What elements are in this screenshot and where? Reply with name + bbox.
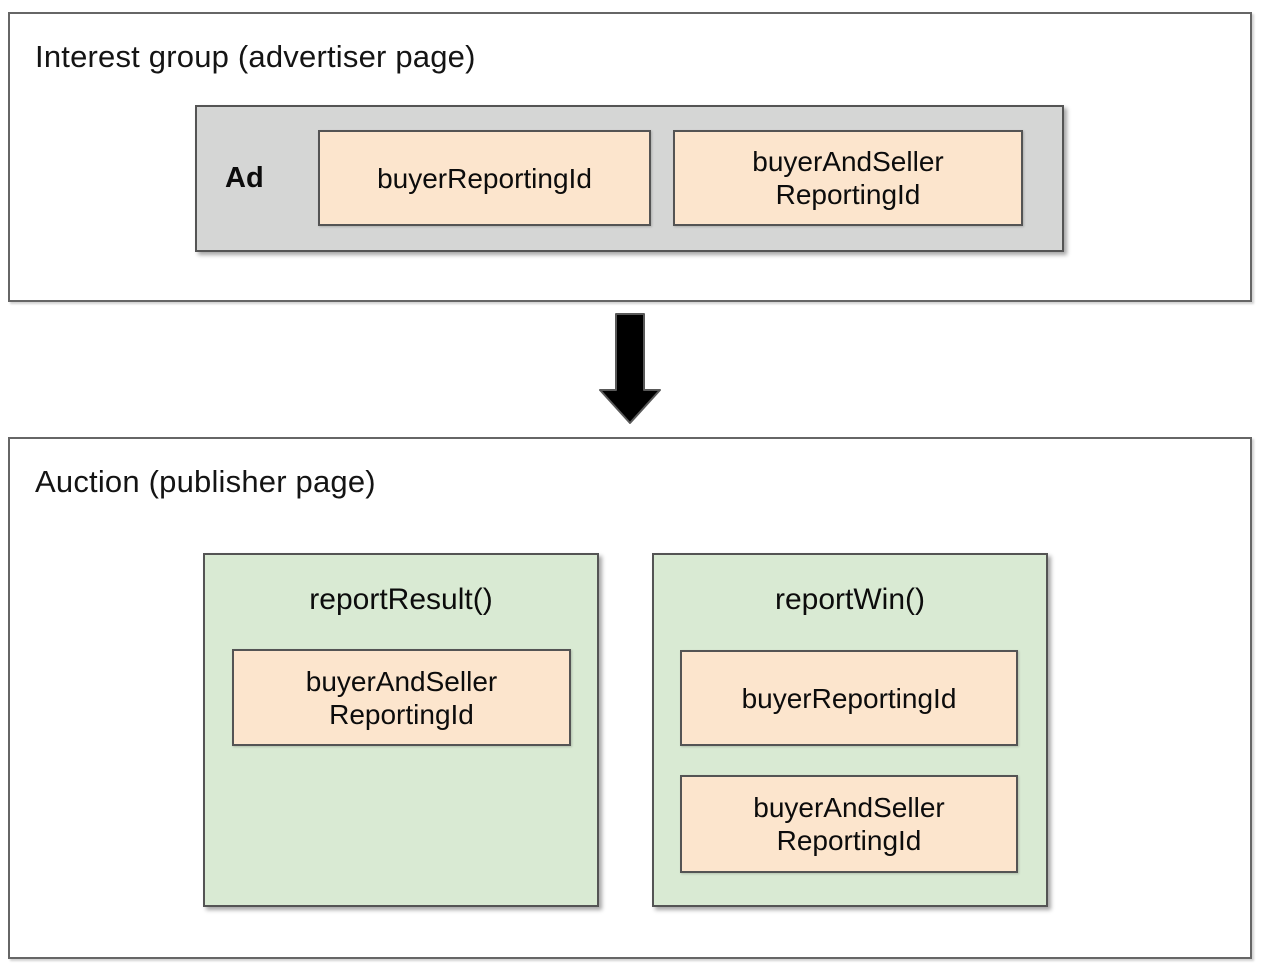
- buyer-and-seller-reporting-id-chip: buyerAndSeller ReportingId: [673, 130, 1023, 226]
- buyer-reporting-id-chip: buyerReportingId: [318, 130, 651, 226]
- ad-box: Ad buyerReportingId buyerAndSeller Repor…: [195, 105, 1064, 252]
- interest-group-title: Interest group (advertiser page): [35, 39, 476, 74]
- report-win-title: reportWin(): [774, 583, 925, 616]
- report-win-box: reportWin() buyerReportingId buyerAndSel…: [652, 553, 1048, 907]
- auction-title: Auction (publisher page): [35, 464, 376, 499]
- ad-label: Ad: [225, 162, 264, 194]
- auction-section: Auction (publisher page) reportResult() …: [8, 437, 1252, 959]
- report-result-title: reportResult(): [309, 583, 493, 616]
- interest-group-section: Interest group (advertiser page) Ad buye…: [8, 12, 1252, 302]
- report-result-box: reportResult() buyerAndSeller ReportingI…: [203, 553, 599, 907]
- buyer-and-seller-reporting-id-chip: buyerAndSeller ReportingId: [232, 649, 571, 746]
- buyer-and-seller-reporting-id-chip: buyerAndSeller ReportingId: [680, 775, 1018, 873]
- buyer-reporting-id-chip: buyerReportingId: [680, 650, 1018, 746]
- down-arrow-icon: [595, 312, 665, 426]
